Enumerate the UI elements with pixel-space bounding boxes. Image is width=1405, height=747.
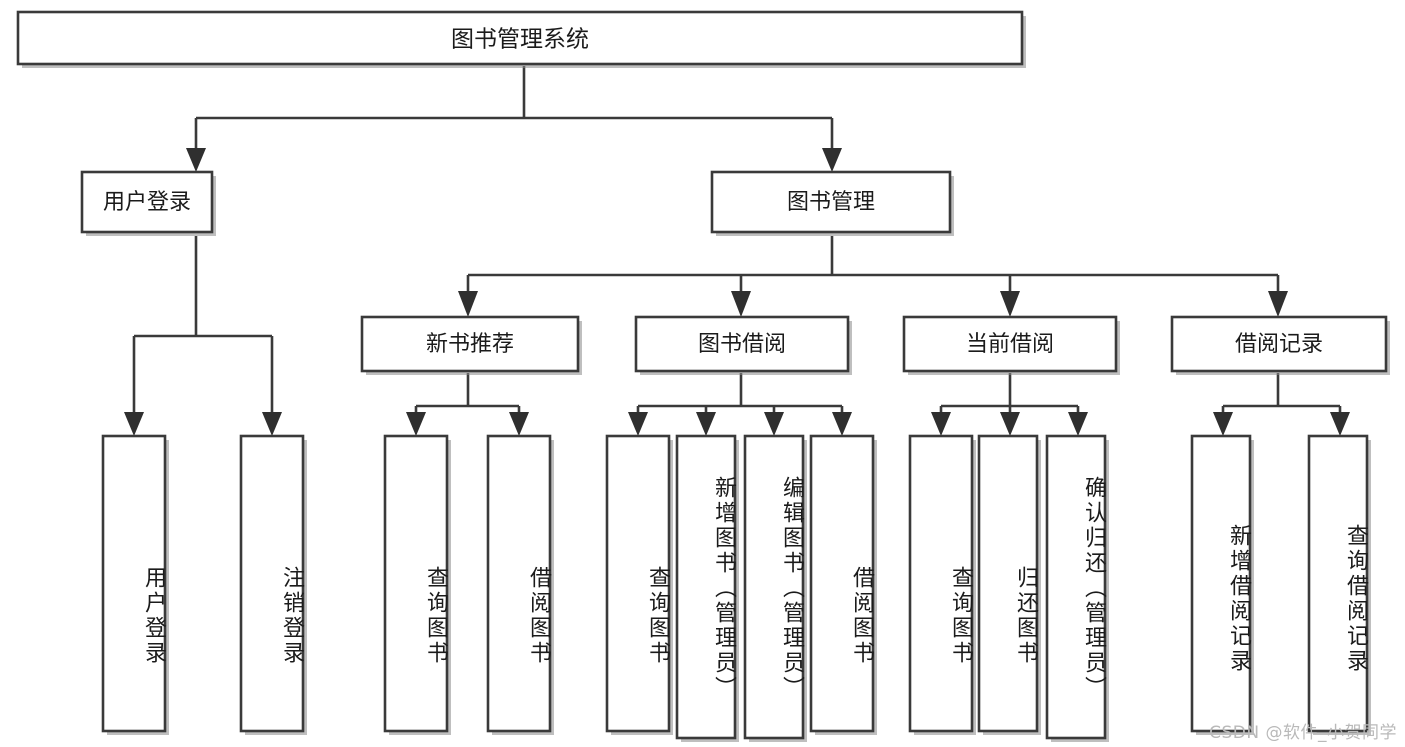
leaf-box-current-query[interactable] [908, 434, 974, 733]
arrowhead-book-mgmt [822, 148, 842, 172]
leaf-box-record-add[interactable] [1190, 434, 1252, 733]
arrowhead-current-return [1000, 412, 1020, 436]
borrow-record-box[interactable] [1170, 315, 1388, 373]
leaf-box-user-login[interactable] [101, 434, 167, 733]
node-book-borrow[interactable]: 图书借阅 [634, 315, 852, 375]
arrowhead-recommend-borrow [509, 412, 529, 436]
leaf-box-logout[interactable] [239, 434, 305, 733]
leaf-box-borrow-edit[interactable] [743, 434, 805, 740]
book-borrow-box[interactable] [634, 315, 850, 373]
node-user-login[interactable]: 用户登录 [80, 170, 216, 236]
book-borrow-label: 图书借阅 [698, 332, 786, 357]
user-login-label: 用户登录 [103, 190, 191, 215]
arrowhead-user-login [186, 148, 206, 172]
leaf-box-borrow-add[interactable] [675, 434, 737, 740]
node-book-management[interactable]: 图书管理 [710, 170, 954, 236]
leaf-box-borrow-lend[interactable] [809, 434, 875, 733]
arrowhead-borrow-query [628, 412, 648, 436]
leaf-box-recommend-borrow[interactable] [486, 434, 552, 733]
arrowhead-borrow-edit [764, 412, 784, 436]
leaf-boxes [101, 434, 1371, 742]
arrowhead-recommend-query [406, 412, 426, 436]
connector-layer [124, 66, 1350, 436]
arrowhead-current-borrow [1000, 291, 1020, 317]
arrowhead-record-add [1213, 412, 1233, 436]
leaf-box-current-return[interactable] [977, 434, 1039, 733]
node-borrow-record[interactable]: 借阅记录 [1170, 315, 1390, 375]
arrowhead-leaf-user-login [124, 412, 144, 436]
current-borrow-label: 当前借阅 [966, 332, 1054, 357]
root-label: 图书管理系统 [451, 27, 589, 53]
node-root[interactable]: 图书管理系统 [16, 10, 1026, 68]
arrowhead-new-book [458, 291, 478, 317]
new-book-recommend-box[interactable] [360, 315, 580, 373]
leaf-box-recommend-query[interactable] [383, 434, 449, 733]
new-book-recommend-label: 新书推荐 [426, 332, 514, 357]
book-management-label: 图书管理 [787, 190, 875, 215]
arrowhead-leaf-logout [262, 412, 282, 436]
arrowhead-record-query [1330, 412, 1350, 436]
user-login-box[interactable] [80, 170, 214, 234]
arrowhead-borrow-lend [832, 412, 852, 436]
arrowhead-current-confirm [1068, 412, 1088, 436]
leaf-box-record-query[interactable] [1307, 434, 1369, 733]
root-box[interactable] [16, 10, 1024, 66]
leaf-box-current-confirm[interactable] [1045, 434, 1107, 740]
arrowhead-book-borrow [731, 291, 751, 317]
node-new-book-recommend[interactable]: 新书推荐 [360, 315, 582, 375]
node-current-borrow[interactable]: 当前借阅 [902, 315, 1120, 375]
arrowhead-borrow-add [696, 412, 716, 436]
arrowhead-borrow-record [1268, 291, 1288, 317]
leaf-box-borrow-query[interactable] [605, 434, 671, 733]
csdn-watermark: CSDN @软件_小贺同学 [1209, 723, 1397, 743]
borrow-record-label: 借阅记录 [1235, 332, 1323, 357]
book-management-box[interactable] [710, 170, 952, 234]
arrowhead-current-query [931, 412, 951, 436]
current-borrow-box[interactable] [902, 315, 1118, 373]
